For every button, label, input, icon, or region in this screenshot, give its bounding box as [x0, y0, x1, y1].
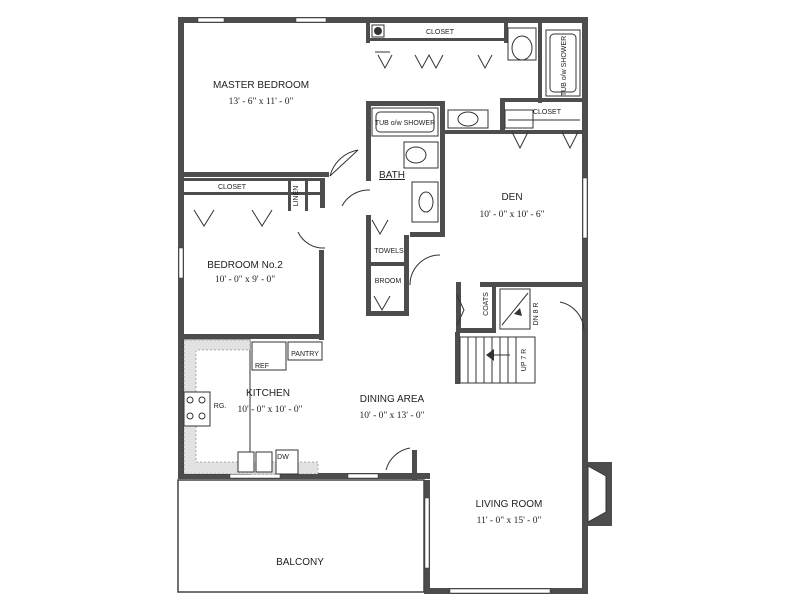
den-dims: 10' - 0" x 10' - 6"	[479, 210, 544, 220]
fireplace-icon	[586, 462, 612, 526]
range-icon	[183, 391, 211, 427]
pantry-icon	[287, 341, 323, 361]
stair-up-label: UP 7 R	[521, 349, 528, 371]
towels-label: TOWELS	[374, 248, 404, 255]
pantry-label: PANTRY	[291, 351, 319, 358]
refrigerator-icon	[251, 341, 287, 371]
door-swings	[297, 149, 585, 471]
den-closet-label: CLOSET	[533, 109, 562, 116]
kitchen-counters	[183, 339, 323, 475]
master-closet-doors	[371, 24, 493, 70]
refrigerator-label: REF	[255, 363, 269, 370]
sink-icon	[237, 451, 255, 473]
balcony-outline	[177, 479, 425, 593]
living-room-label: LIVING ROOM	[476, 499, 543, 510]
balcony-label: BALCONY	[276, 557, 324, 568]
coats-label: COATS	[483, 292, 490, 316]
dishwasher-icon	[275, 449, 299, 475]
bed2-closet-label: CLOSET	[218, 184, 247, 191]
dishwasher-label: DW	[277, 454, 289, 461]
master-bedroom-dims: 13' - 6" x 11' - 0"	[229, 97, 294, 107]
stair-down-label: DN 8 R	[533, 303, 540, 326]
staircase	[459, 288, 536, 384]
kitchen-dims: 10' - 0" x 10' - 0"	[237, 405, 302, 415]
dining-label: DINING AREA	[360, 394, 425, 405]
kitchen-label: KITCHEN	[246, 388, 290, 399]
broom-label: BROOM	[375, 278, 402, 285]
interior-walls	[184, 23, 582, 480]
master-closet-label: CLOSET	[426, 29, 455, 36]
dining-dims: 10' - 0" x 13' - 0"	[359, 411, 424, 421]
bath-tub-label: TUB o/w SHOWER	[375, 120, 435, 127]
master-tub-label: TUB o/w SHOWER	[561, 36, 568, 96]
den-label: DEN	[501, 192, 522, 203]
linen-label: LINEN	[293, 186, 300, 207]
bedroom2-dims: 10' - 0" x 9' - 0"	[215, 275, 275, 285]
bedroom2-label: BEDROOM No.2	[207, 260, 283, 271]
living-room-dims: 11' - 0" x 15' - 0"	[477, 516, 542, 526]
exterior-walls	[178, 17, 588, 594]
master-bedroom-label: MASTER BEDROOM	[213, 80, 309, 91]
bath-label: BATH	[379, 170, 405, 181]
range-label: RG.	[214, 403, 227, 410]
